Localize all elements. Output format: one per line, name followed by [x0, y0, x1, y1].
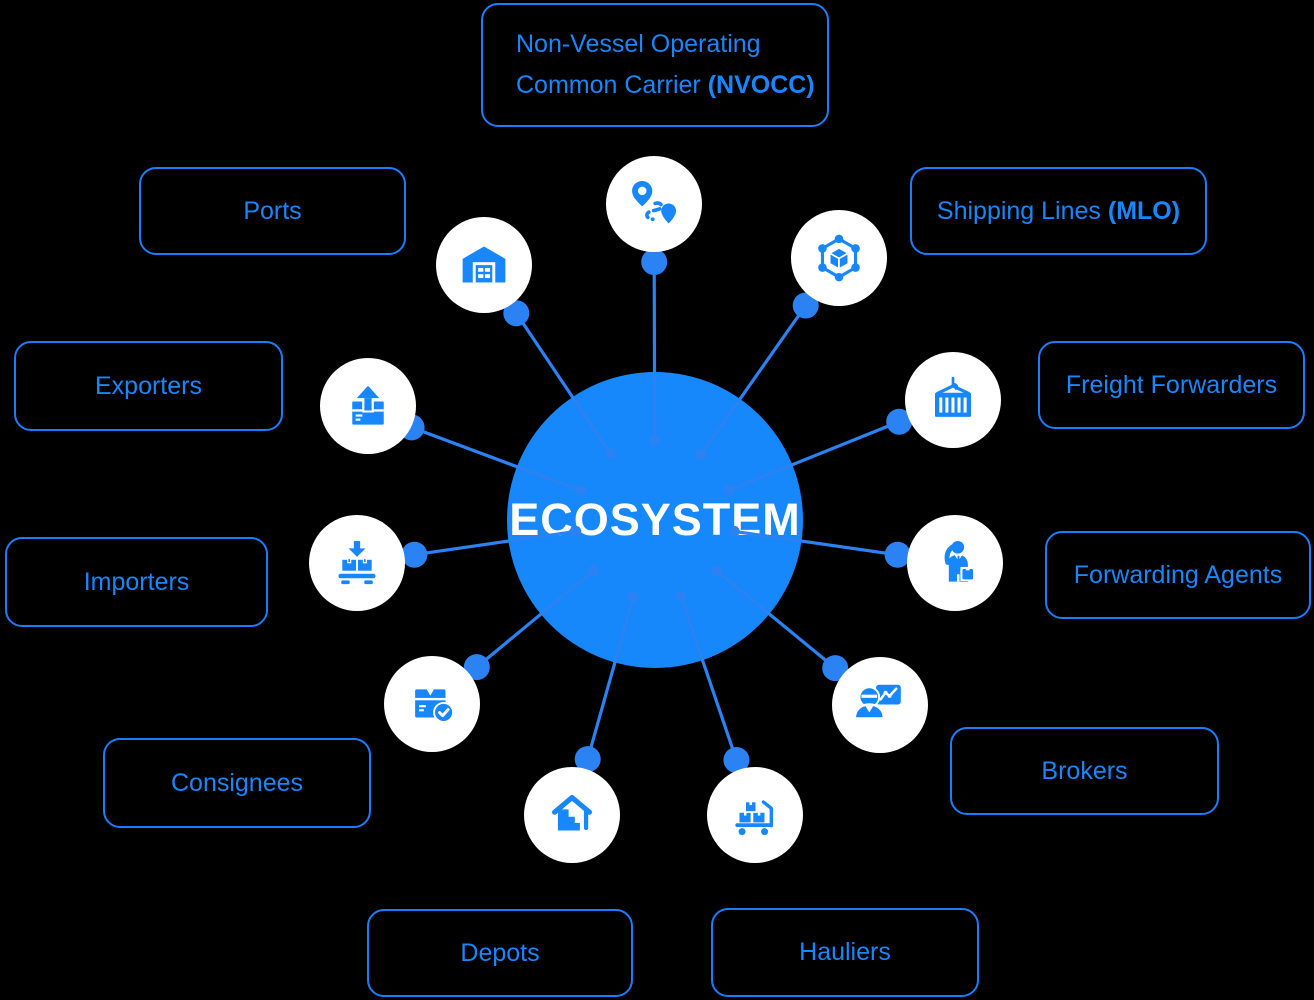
importers-label-box: Importers — [5, 537, 268, 627]
depot-house-icon — [551, 794, 593, 831]
forwarding-agents-icon-circle — [907, 515, 1003, 611]
brokers-label-box: Brokers — [950, 727, 1219, 815]
agent-person-icon — [944, 540, 976, 582]
importers-icon-circle — [309, 515, 405, 611]
consignees-label-box: Consignees — [103, 738, 371, 828]
nvocc-label-line2: Common Carrier (NVOCC) — [516, 71, 815, 99]
consignees-icon-circle — [384, 656, 480, 752]
shipping-lines-label: Shipping Lines (MLO) — [936, 196, 1181, 225]
exporters-label: Exporters — [95, 371, 202, 400]
hauliers-label: Hauliers — [799, 938, 891, 966]
depots-icon-circle — [524, 767, 620, 863]
broker-chart-icon — [853, 684, 901, 720]
nvocc-label-line1: Non-Vessel Operating — [516, 30, 761, 58]
ecosystem-title: ECOSYSTEM — [509, 494, 801, 545]
nvocc-icon-circle — [606, 156, 702, 252]
importers-label: Importers — [83, 567, 190, 596]
ports-label: Ports — [243, 196, 302, 225]
route-icon — [632, 180, 677, 224]
nvocc-label-box: Non-Vessel Operating Common Carrier (NVO… — [481, 3, 829, 127]
forwarding-agents-label-box: Forwarding Agents — [1045, 531, 1311, 619]
hauliers-label-box: Hauliers — [711, 908, 979, 997]
container-hook-icon — [935, 376, 971, 417]
warehouse-icon — [462, 246, 506, 283]
brokers-icon-circle — [832, 657, 928, 753]
ports-icon-circle — [436, 217, 532, 313]
exporters-label-box: Exporters — [14, 341, 283, 431]
consignees-label: Consignees — [170, 768, 304, 797]
hand-truck-icon — [735, 800, 773, 836]
cube-network-icon — [818, 234, 860, 282]
hauliers-icon-circle — [707, 767, 803, 863]
depots-label: Depots — [460, 938, 540, 967]
box-upload-icon — [352, 382, 384, 425]
depots-label-box: Depots — [367, 909, 633, 997]
shipping-lines-icon-circle — [791, 210, 887, 306]
forwarding-agents-label: Forwarding Agents — [1073, 560, 1283, 589]
freight-forwarders-icon-circle — [905, 352, 1001, 448]
package-check-icon — [415, 689, 455, 723]
pallet-download-icon — [338, 541, 376, 585]
shipping-lines-label-box: Shipping Lines (MLO) — [910, 167, 1207, 255]
freight-forwarders-label-box: Freight Forwarders — [1038, 341, 1305, 429]
brokers-label: Brokers — [1041, 756, 1128, 785]
ports-label-box: Ports — [139, 167, 406, 255]
freight-forwarders-label: Freight Forwarders — [1065, 370, 1278, 399]
exporters-icon-circle — [320, 358, 416, 454]
